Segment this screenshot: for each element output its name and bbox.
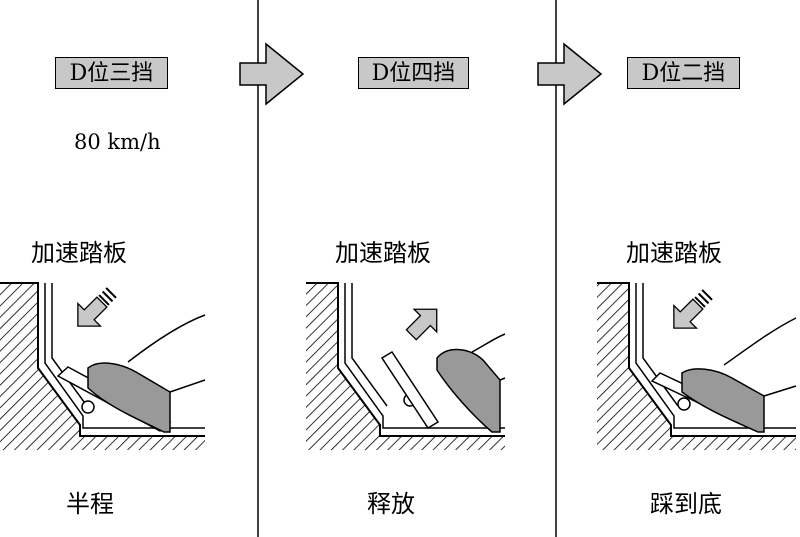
state-label-3: 踩到底 (650, 490, 722, 518)
state-label-2: 释放 (367, 490, 415, 518)
pedal-label-3: 加速踏板 (626, 239, 722, 267)
pedal-figure-2 (306, 282, 506, 450)
press-arrow-3 (673, 289, 713, 329)
release-arrow-2 (405, 308, 438, 341)
press-arrow-1 (77, 287, 117, 327)
gear-box-2: D位四挡 (358, 57, 469, 89)
pedal-label-1: 加速踏板 (31, 239, 127, 267)
pedal-label-2: 加速踏板 (335, 239, 431, 267)
pedal-figure-1 (0, 282, 206, 450)
gear-box-3: D位二挡 (627, 57, 740, 89)
speed-label: 80 km/h (74, 130, 161, 154)
transition-arrow-1 (239, 42, 305, 106)
gear-box-1: D位三挡 (55, 57, 168, 89)
state-label-1: 半程 (66, 490, 114, 518)
transition-arrow-2 (537, 42, 603, 106)
pedal-figure-3 (597, 282, 797, 450)
